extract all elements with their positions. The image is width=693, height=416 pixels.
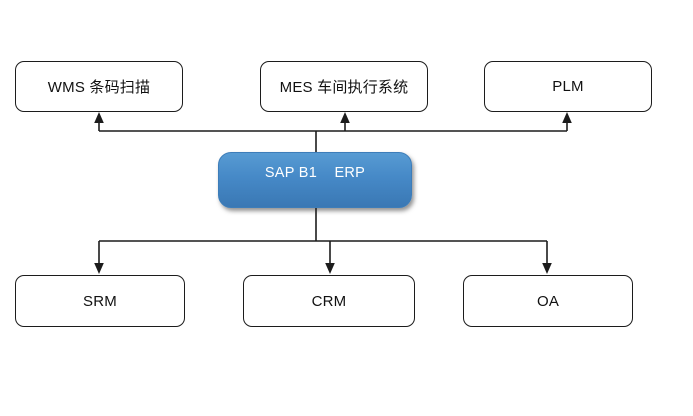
arrowhead-up-plm	[562, 112, 572, 123]
arrowhead-up-mes	[340, 112, 350, 123]
node-wms: WMS 条码扫描	[15, 61, 183, 112]
node-srm: SRM	[15, 275, 185, 327]
node-srm-label: SRM	[83, 292, 117, 310]
node-sap-b1-erp-label: SAP B1 ERP	[264, 165, 366, 181]
node-crm: CRM	[243, 275, 415, 327]
arrowhead-down-crm	[325, 263, 335, 274]
arrowhead-up-wms	[94, 112, 104, 123]
node-mes-label: MES 车间执行系统	[279, 79, 409, 96]
node-oa-label: OA	[536, 292, 560, 310]
node-sap-b1-erp: SAP B1 ERP	[218, 152, 412, 208]
arrowhead-down-oa	[542, 263, 552, 274]
node-wms-label: WMS 条码扫描	[47, 79, 151, 96]
node-oa: OA	[463, 275, 633, 327]
node-crm-label: CRM	[311, 292, 347, 310]
node-plm-label: PLM	[552, 78, 584, 95]
node-plm: PLM	[484, 61, 652, 112]
arrowhead-down-srm	[94, 263, 104, 274]
node-mes: MES 车间执行系统	[260, 61, 428, 112]
